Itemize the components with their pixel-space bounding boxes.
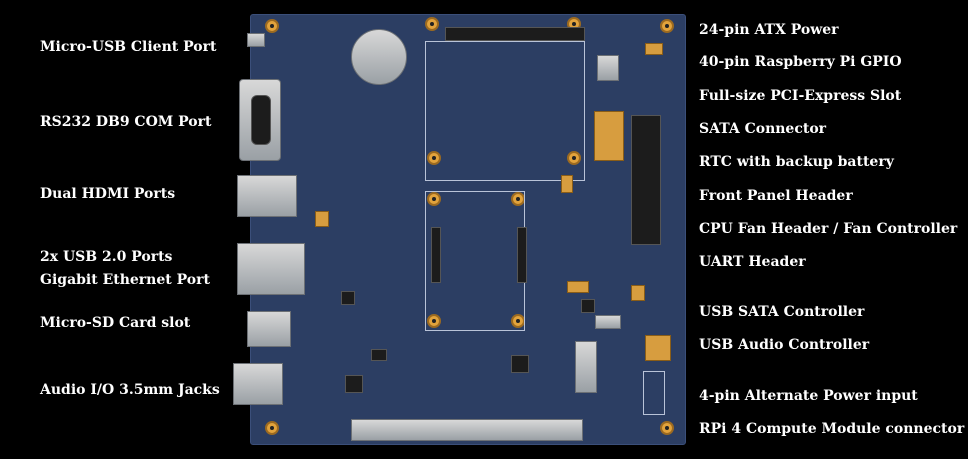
mounting-hole bbox=[427, 314, 441, 328]
ic-chip bbox=[371, 349, 387, 361]
smd-part bbox=[315, 211, 329, 227]
label-uart-header: UART Header bbox=[699, 254, 806, 270]
mounting-hole bbox=[660, 19, 674, 33]
ic-chip bbox=[511, 355, 529, 373]
label-micro-usb-client-port: Micro-USB Client Port bbox=[40, 39, 217, 55]
atx-24-pin-connector bbox=[631, 115, 661, 245]
smd-part bbox=[645, 335, 671, 361]
label-rs232-db9-com-port: RS232 DB9 COM Port bbox=[40, 114, 212, 130]
mounting-hole bbox=[660, 421, 674, 435]
audio-jacks bbox=[233, 363, 283, 405]
compute-module-outline bbox=[425, 41, 585, 181]
pcie-slot bbox=[351, 419, 583, 441]
label-rtc-battery: RTC with backup battery bbox=[699, 154, 894, 170]
mounting-hole bbox=[427, 192, 441, 206]
cm4-connector-b bbox=[517, 227, 527, 283]
label-micro-sd-card-slot: Micro-SD Card slot bbox=[40, 315, 191, 331]
label-usb-audio-controller: USB Audio Controller bbox=[699, 337, 870, 353]
mounting-hole bbox=[265, 19, 279, 33]
cm4-connector-a bbox=[431, 227, 441, 283]
hdmi-ports bbox=[237, 175, 297, 217]
usb-ethernet-jack bbox=[237, 243, 305, 295]
label-pcie-slot: Full-size PCI-Express Slot bbox=[699, 88, 902, 104]
pcb-board bbox=[233, 14, 686, 445]
db9-pins bbox=[251, 95, 271, 145]
capacitor-bank bbox=[594, 111, 624, 161]
label-cpu-fan-header: CPU Fan Header / Fan Controller bbox=[699, 221, 958, 237]
label-24-pin-atx-power: 24-pin ATX Power bbox=[699, 22, 839, 38]
mounting-hole bbox=[567, 151, 581, 165]
mounting-hole bbox=[265, 421, 279, 435]
smd-part bbox=[631, 285, 645, 301]
label-usb-2-ports: 2x USB 2.0 Ports bbox=[40, 249, 173, 265]
alt-power-connector bbox=[597, 55, 619, 81]
rtc-battery-holder bbox=[351, 29, 407, 85]
sata-connector bbox=[575, 341, 597, 393]
label-front-panel-header: Front Panel Header bbox=[699, 188, 853, 204]
smd-part bbox=[561, 175, 573, 193]
label-sata-connector: SATA Connector bbox=[699, 121, 827, 137]
micro-usb-connector bbox=[247, 33, 265, 47]
fan-header bbox=[595, 315, 621, 329]
label-usb-sata-controller: USB SATA Controller bbox=[699, 304, 865, 320]
label-gigabit-ethernet-port: Gigabit Ethernet Port bbox=[40, 272, 210, 288]
front-panel-header bbox=[643, 371, 665, 415]
ic-chip bbox=[581, 299, 595, 313]
gpio-header bbox=[445, 27, 585, 41]
ic-chip bbox=[341, 291, 355, 305]
mounting-hole bbox=[427, 151, 441, 165]
micro-sd-slot bbox=[247, 311, 291, 347]
ic-chip bbox=[345, 375, 363, 393]
label-cm4-connector: RPi 4 Compute Module connector bbox=[699, 421, 965, 437]
smd-part bbox=[567, 281, 589, 293]
label-dual-hdmi-ports: Dual HDMI Ports bbox=[40, 186, 176, 202]
label-audio-io-jacks: Audio I/O 3.5mm Jacks bbox=[40, 382, 220, 398]
label-alt-power-input: 4-pin Alternate Power input bbox=[699, 388, 918, 404]
label-40-pin-gpio: 40-pin Raspberry Pi GPIO bbox=[699, 54, 902, 70]
smd-part bbox=[645, 43, 663, 55]
mounting-hole bbox=[425, 17, 439, 31]
